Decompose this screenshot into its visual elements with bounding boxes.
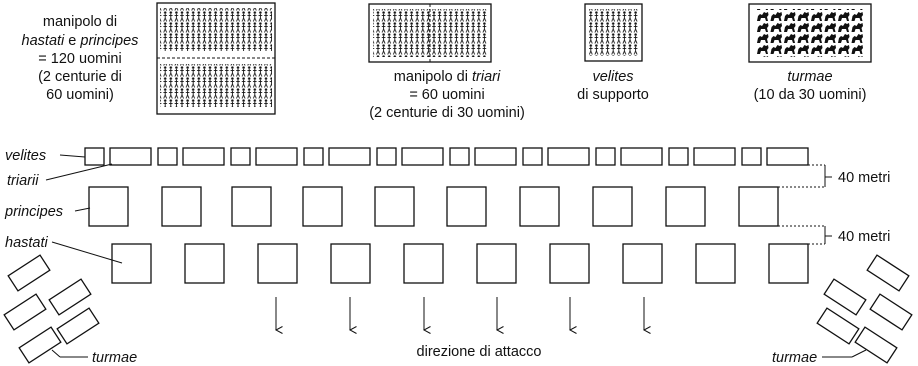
principes-maniple (302, 186, 343, 227)
maniple-triarii-icon (368, 3, 492, 63)
hastati-maniple (403, 243, 444, 284)
principes-maniple (519, 186, 560, 227)
leader-principes (74, 207, 91, 212)
hastati-maniple (476, 243, 517, 284)
turma (816, 307, 860, 345)
legend-maniple-hp-line5: 60 uomini) (46, 87, 114, 103)
triarii-unit (255, 147, 298, 166)
label-turmae-right: turmae (772, 350, 817, 366)
triarii-unit (547, 147, 590, 166)
turma (7, 254, 51, 292)
legend-triari-term: triari (472, 69, 501, 85)
hastati-maniple (184, 243, 225, 284)
distance-label-1: 40 metri (838, 170, 890, 186)
principes-maniple (374, 186, 415, 227)
label-hastati: hastati (5, 235, 48, 251)
legend-maniple-hp-line3: = 120 uomini (38, 51, 121, 67)
velites-unit (303, 147, 324, 166)
hastati-maniple (695, 243, 736, 284)
legend-principes-term: principes (79, 33, 138, 49)
triarii-unit (693, 147, 736, 166)
principes-maniple (665, 186, 706, 227)
hastati-maniple (330, 243, 371, 284)
legend-maniple-triarii-line1: manipolo di triari (394, 69, 501, 85)
distance-label-2: 40 metri (838, 229, 890, 245)
turma (3, 293, 47, 331)
distance-markers (778, 164, 832, 245)
principes-maniple (446, 186, 487, 227)
leader-velites (59, 154, 86, 158)
legend-maniple-hp-line1: manipolo di (43, 14, 117, 30)
turmae-right (816, 254, 913, 364)
legend-turmae-line1: turmae (787, 69, 832, 85)
leader-hastati (51, 241, 123, 264)
hastati-row (111, 243, 809, 284)
attack-direction-label: direzione di attacco (417, 344, 542, 360)
velites-triarii-row (84, 147, 809, 166)
triarii-unit (328, 147, 371, 166)
legend-velites-line1: velites (592, 69, 633, 85)
label-velites: velites (5, 148, 46, 164)
legend-hastati-term: hastati (22, 33, 65, 49)
maniple-hp-icon (156, 2, 276, 115)
turma (56, 307, 100, 345)
turma (48, 278, 92, 316)
hastati-maniple (549, 243, 590, 284)
principes-row (88, 186, 779, 227)
velites-unit (376, 147, 397, 166)
leader-triarii (45, 163, 113, 181)
velites-unit (595, 147, 616, 166)
principes-maniple (88, 186, 129, 227)
hastati-maniple (622, 243, 663, 284)
hastati-maniple (257, 243, 298, 284)
legend-maniple-triarii-prefix: manipolo di (394, 69, 472, 85)
hastati-maniple (768, 243, 809, 284)
legend-maniple-triarii-line2: = 60 uomini (409, 87, 484, 103)
hastati-maniple (111, 243, 152, 284)
triarii-unit (620, 147, 663, 166)
attack-arrows (276, 297, 644, 330)
triarii-unit (109, 147, 152, 166)
turmae-icon (748, 3, 872, 63)
label-turmae-left: turmae (92, 350, 137, 366)
principes-maniple (592, 186, 633, 227)
triarii-unit (401, 147, 444, 166)
turma (869, 293, 913, 331)
velites-unit (668, 147, 689, 166)
legend-turmae-line2: (10 da 30 uomini) (754, 87, 867, 103)
velites-unit (522, 147, 543, 166)
legend-maniple-hp-line2: hastati e principes (22, 33, 139, 49)
principes-maniple (161, 186, 202, 227)
legend-velites-line2: di supporto (577, 87, 649, 103)
velites-unit (157, 147, 178, 166)
principes-maniple (231, 186, 272, 227)
legend-conjunction: e (64, 33, 80, 49)
velites-unit (84, 147, 105, 166)
label-principes: principes (4, 204, 63, 220)
principes-maniple (738, 186, 779, 227)
legend-maniple-hp-line4: (2 centurie di (38, 69, 122, 85)
turma (866, 254, 910, 292)
velites-icon (584, 3, 643, 62)
leader-turmae-right (851, 349, 867, 358)
leader-turmae-left (51, 349, 61, 358)
turmae-left (3, 254, 100, 364)
velites-unit (449, 147, 470, 166)
label-triarii: triarii (7, 173, 39, 189)
turma (823, 278, 867, 316)
legend-maniple-triarii-line3: (2 centurie di 30 uomini) (369, 105, 525, 121)
triarii-unit (474, 147, 517, 166)
triarii-unit (766, 147, 809, 166)
velites-unit (230, 147, 251, 166)
triarii-unit (182, 147, 225, 166)
turma (854, 326, 898, 364)
velites-unit (741, 147, 762, 166)
turma (18, 326, 62, 364)
